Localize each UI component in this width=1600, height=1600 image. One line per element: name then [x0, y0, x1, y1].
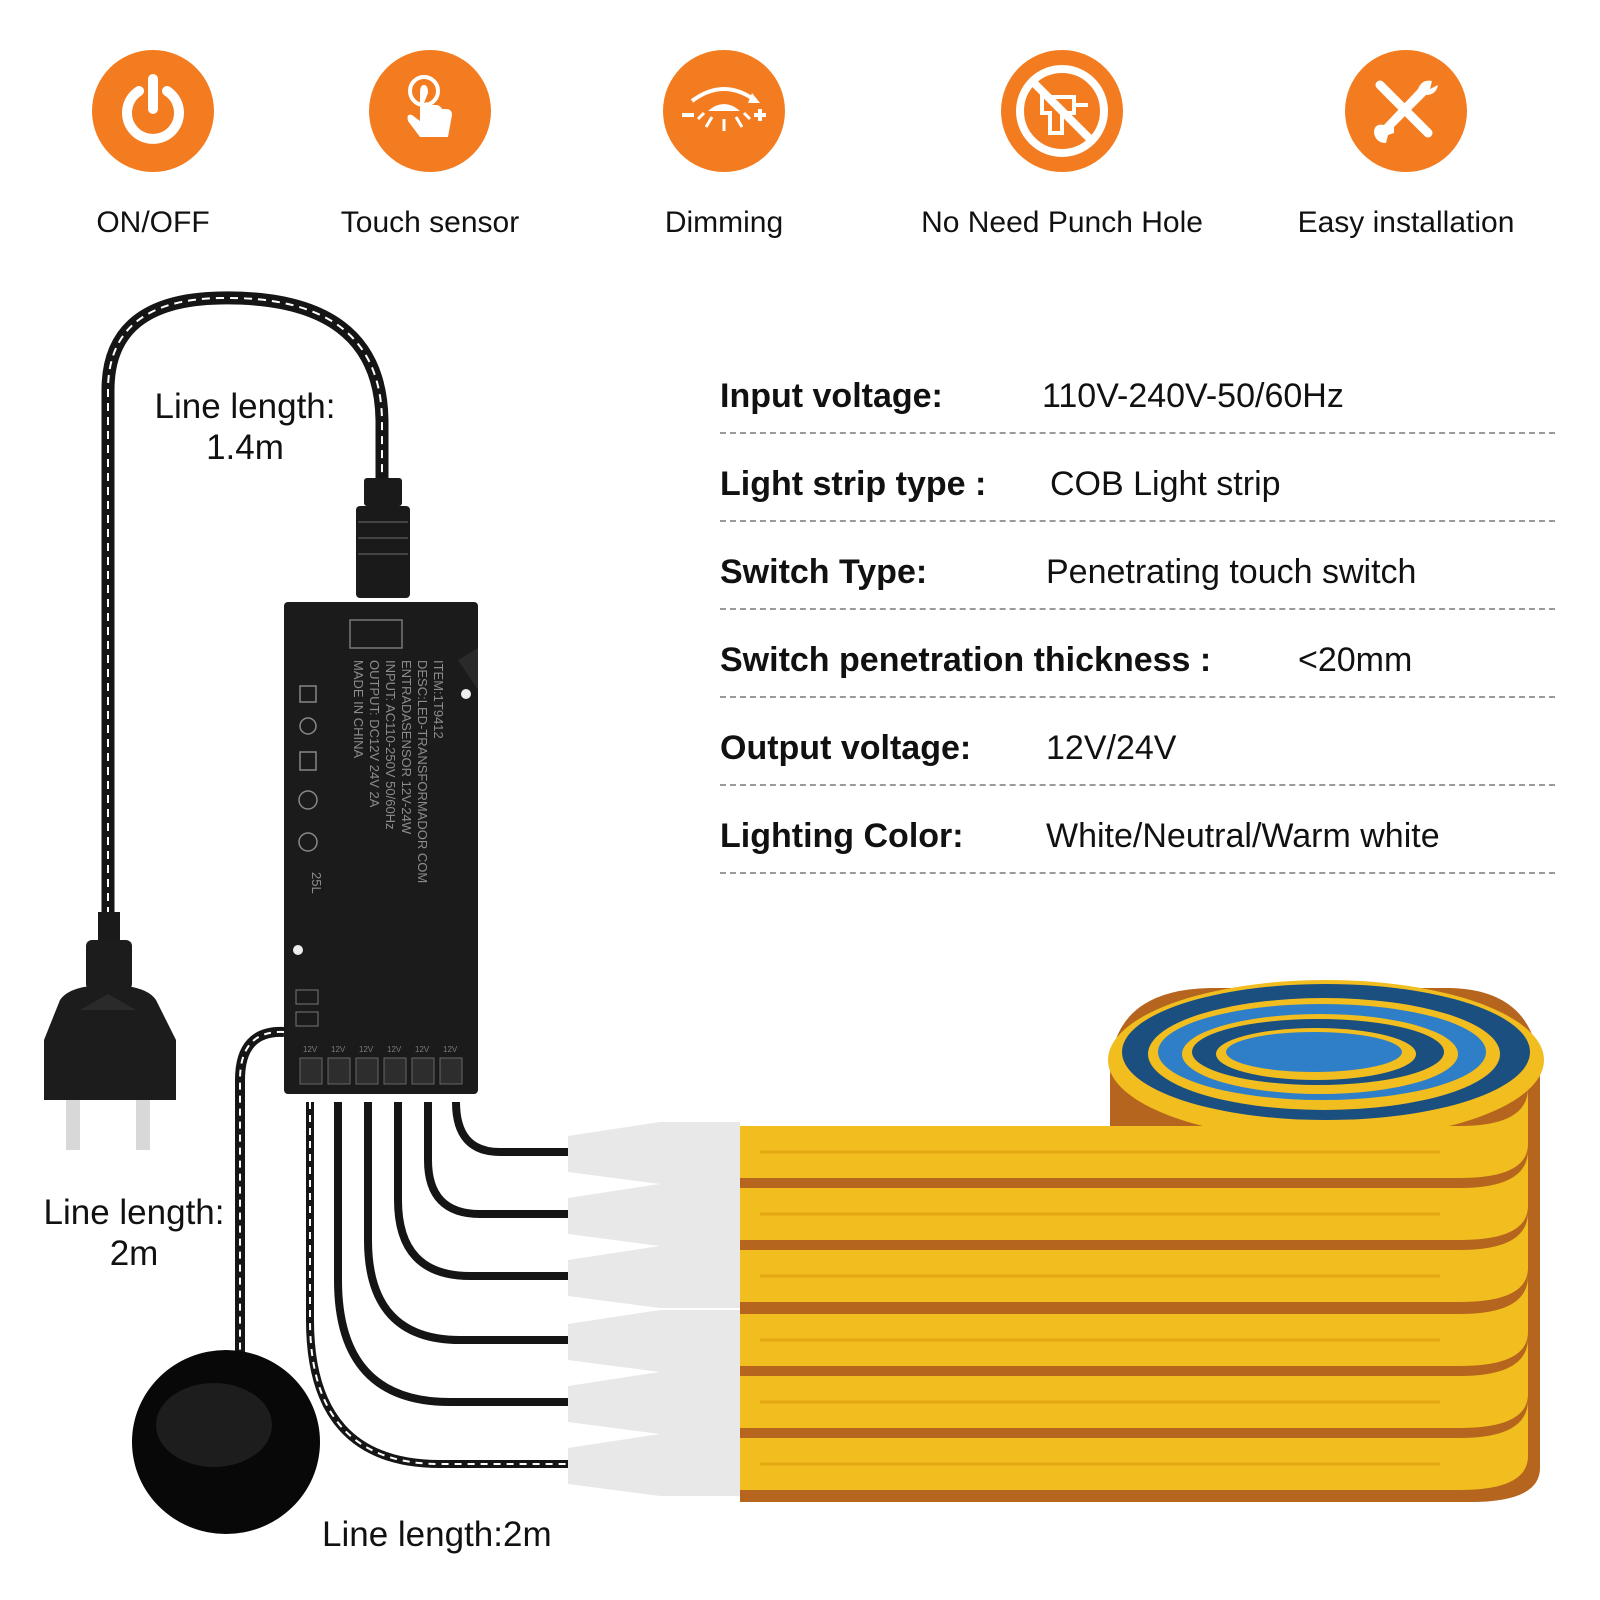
- strip-face: [740, 1150, 1528, 1240]
- spec-row-input-voltage: Input voltage: 110V-240V-50/60Hz: [720, 346, 1555, 434]
- strip-end-connector: [568, 1246, 740, 1308]
- strip-face: [740, 1088, 1528, 1178]
- spec-row-lighting-color: Lighting Color: White/Neutral/Warm white: [720, 786, 1555, 874]
- led-strip-2: [568, 1148, 1540, 1252]
- strip-end-connector: [568, 1122, 740, 1184]
- spec-key: Switch Type:: [720, 553, 928, 591]
- port-label: 12V: [443, 1045, 458, 1054]
- feature-label: Touch sensor: [340, 206, 520, 239]
- led-controller-box: 12V 12V 12V 12V 12V 12V: [284, 602, 478, 1094]
- tools-icon: [1345, 50, 1467, 172]
- spec-value: Penetrating touch switch: [1046, 553, 1417, 591]
- feature-label: Dimming: [664, 206, 784, 239]
- dc-connector: [356, 478, 410, 598]
- plug-cable: [101, 291, 389, 915]
- feature-label: Easy installation: [1297, 206, 1515, 239]
- led-strip-1: [568, 1086, 1540, 1190]
- plug-line-length: Line length: 1.4m: [140, 386, 350, 468]
- spec-row-output-voltage: Output voltage: 12V/24V: [720, 698, 1555, 786]
- line-length-title: Line length:: [43, 1193, 225, 1232]
- controller-label-desc2: ENTRADASENSOR 12V-24W: [399, 660, 414, 835]
- controller-label-desc: DESC:LED-TRANSFORMADOR COM: [415, 660, 430, 884]
- spec-value: COB Light strip: [1050, 465, 1281, 503]
- line-length-value: 1.4m: [206, 428, 284, 467]
- touch-sensor-puck: [132, 1350, 320, 1534]
- strip-end-connector: [568, 1434, 740, 1496]
- port-label: 12V: [359, 1045, 374, 1054]
- strip-face: [740, 1400, 1528, 1490]
- no-drill-icon: [1001, 50, 1123, 172]
- feature-dimming: Dimming: [574, 50, 874, 240]
- controller-label-item: ITEM:1T9412: [431, 660, 446, 739]
- strip-end-connector: [568, 1310, 740, 1372]
- spec-value: 110V-240V-50/60Hz: [1042, 377, 1344, 415]
- port-label: 12V: [415, 1045, 430, 1054]
- line-length-value: 2m: [109, 1234, 159, 1273]
- spec-key: Lighting Color:: [720, 817, 964, 855]
- output-line-length: Line length:2m: [322, 1514, 582, 1555]
- spec-row-penetration: Switch penetration thickness : <20mm: [720, 610, 1555, 698]
- strip-face: [740, 1276, 1528, 1366]
- controller-label-output: OUTPUT: DC12V 24V 2A: [367, 660, 382, 808]
- feature-touch-sensor: Touch sensor: [280, 50, 580, 240]
- spec-row-strip-type: Light strip type : COB Light strip: [720, 434, 1555, 522]
- spec-value: 12V/24V: [1046, 729, 1177, 767]
- feature-label: No Need Punch Hole: [921, 206, 1203, 239]
- line-length-title: Line length:2m: [322, 1515, 552, 1554]
- spec-key: Switch penetration thickness :: [720, 641, 1212, 679]
- output-cables: [306, 1101, 580, 1468]
- strip-end-connector: [568, 1184, 740, 1246]
- port-label: 12V: [303, 1045, 318, 1054]
- port-label: 12V: [387, 1045, 402, 1054]
- eu-plug: [44, 912, 176, 1150]
- spec-value: White/Neutral/Warm white: [1046, 817, 1440, 855]
- spec-value: <20mm: [1298, 641, 1413, 679]
- controller-label-code: 25L: [309, 872, 324, 894]
- sensor-cable: [235, 1026, 285, 1360]
- led-strip-4: [568, 1274, 1540, 1378]
- dimming-lamp-icon: [663, 50, 785, 172]
- led-strip-6: [568, 1398, 1540, 1502]
- spec-row-switch-type: Switch Type: Penetrating touch switch: [720, 522, 1555, 610]
- sensor-line-length: Line length: 2m: [34, 1192, 234, 1274]
- port-label: 12V: [331, 1045, 346, 1054]
- strip-face: [740, 1338, 1528, 1428]
- led-strips: [568, 1086, 1540, 1502]
- feature-label: ON/OFF: [96, 206, 210, 239]
- led-strip-5: [568, 1336, 1540, 1440]
- feature-easy-installation: Easy installation: [1256, 50, 1556, 240]
- strip-face: [740, 1212, 1528, 1302]
- touch-hand-icon: [369, 50, 491, 172]
- feature-no-punch-hole: No Need Punch Hole: [912, 50, 1212, 240]
- controller-label-made: MADE IN CHINA: [351, 660, 366, 759]
- spec-key: Input voltage:: [720, 377, 943, 415]
- spec-key: Output voltage:: [720, 729, 972, 767]
- spec-key: Light strip type :: [720, 465, 987, 503]
- feature-on-off: ON/OFF: [3, 50, 303, 240]
- led-strip-3: [568, 1210, 1540, 1314]
- strip-end-connector: [568, 1372, 740, 1434]
- line-length-title: Line length:: [154, 387, 336, 426]
- controller-label-input: INPUT: AC110-250V 50/60Hz: [383, 660, 398, 830]
- power-icon: [92, 50, 214, 172]
